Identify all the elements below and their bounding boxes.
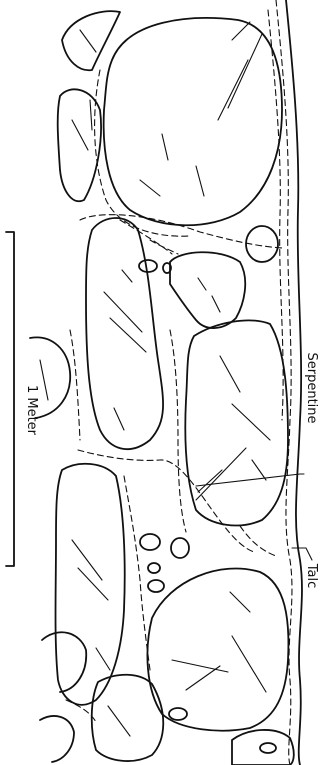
talc-leader-line — [292, 548, 312, 560]
talc-label: Talc — [304, 563, 319, 589]
scale-bar-label: 1 Meter — [24, 385, 39, 436]
pebbles-upper — [139, 226, 278, 273]
rock-block-left-edge-lower — [40, 632, 86, 762]
rock-block-top — [95, 18, 282, 236]
rock-block-right-tall — [185, 320, 288, 525]
talc-label-group: Talc — [292, 548, 319, 588]
serpentine-label: Serpentine — [304, 352, 319, 423]
rock-block-bottom-right — [232, 730, 294, 765]
rock-block-center-small — [170, 252, 245, 328]
rock-block-lower-left — [56, 464, 125, 705]
scale-bar: 1 Meter — [6, 232, 39, 566]
rock-block-left-tall — [86, 218, 163, 449]
rock-block-top-left — [58, 11, 120, 201]
rock-block-lower-right — [147, 569, 288, 731]
pebbles-center — [140, 534, 189, 592]
